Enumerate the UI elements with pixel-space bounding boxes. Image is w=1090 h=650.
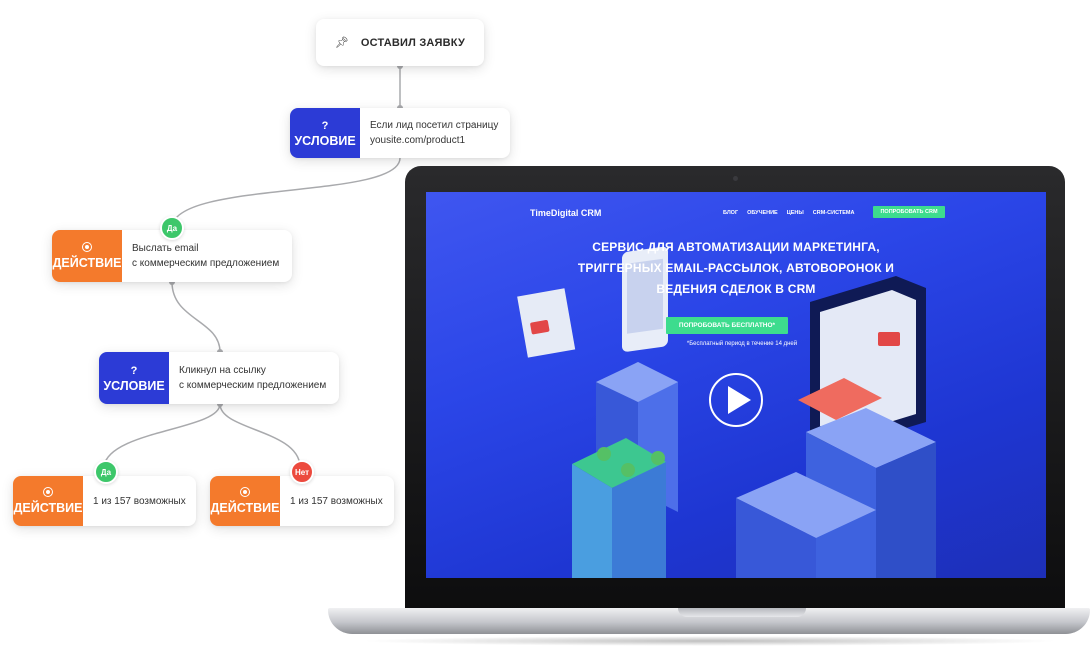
action-tag: ДЕЙСТВИЕ xyxy=(52,230,122,282)
action-tag-label: ДЕЙСТВИЕ xyxy=(52,256,122,270)
action-tag-label: ДЕЙСТВИЕ xyxy=(210,501,280,515)
yes-badge: Да xyxy=(160,216,184,240)
try-free-button[interactable]: ПОПРОБОВАТЬ БЕСПЛАТНО* xyxy=(666,317,788,334)
pin-icon: 📌︎ xyxy=(334,37,349,49)
hero-title-line1: СЕРВИС ДЛЯ АВТОМАТИЗАЦИИ МАРКЕТИНГА, xyxy=(592,240,880,254)
action-tag: ДЕЙСТВИЕ xyxy=(13,476,83,526)
condition-tag: ? УСЛОВИЕ xyxy=(290,108,360,158)
site-nav: БЛОГ ОБУЧЕНИЕ ЦЕНЫ CRM-СИСТЕМА xyxy=(723,210,854,216)
camera-icon xyxy=(733,176,738,181)
nav-link-crm[interactable]: CRM-СИСТЕМА xyxy=(812,210,855,216)
action-text-line: 1 из 157 возможных xyxy=(93,495,186,507)
action-tag: ДЕЙСТВИЕ xyxy=(210,476,280,526)
action-text: 1 из 157 возможных xyxy=(280,476,393,526)
condition-text: Кликнул на ссылку с коммерческим предлож… xyxy=(169,352,336,404)
target-icon xyxy=(43,487,53,497)
condition-text: Если лид посетил страницу yousite.com/pr… xyxy=(360,108,508,158)
condition-tag-label: УСЛОВИЕ xyxy=(294,133,356,148)
nav-link-blog[interactable]: БЛОГ xyxy=(723,210,739,216)
question-icon: ? xyxy=(321,119,329,132)
action-card-1[interactable]: ДЕЙСТВИЕ Выслать email с коммерческим пр… xyxy=(52,230,292,282)
site-logo[interactable]: TimeDigital CRM xyxy=(530,208,602,218)
hero-title-line2: ТРИГГЕРНЫХ EMAIL-РАССЫЛОК, АВТОВОРОНОК И xyxy=(577,261,895,275)
trigger-label: ОСТАВИЛ ЗАЯВКУ xyxy=(360,36,466,49)
condition-text-line1: Если лид посетил страницу xyxy=(370,120,499,131)
condition-tag: ? УСЛОВИЕ xyxy=(99,352,169,404)
hero-title-line3: ВЕДЕНИЯ СДЕЛОК В CRM xyxy=(656,282,816,296)
action-card-yes[interactable]: ДЕЙСТВИЕ 1 из 157 возможных xyxy=(13,476,196,526)
action-text-line2: с коммерческим предложением xyxy=(132,258,280,269)
no-badge: Нет xyxy=(290,460,314,484)
yes-badge: Да xyxy=(94,460,118,484)
action-text: 1 из 157 возможных xyxy=(83,476,196,526)
trial-note: *Бесплатный период в течение 14 дней xyxy=(686,341,798,347)
condition-text-line2: yousite.com/product1 xyxy=(370,135,466,146)
action-text-line: 1 из 157 возможных xyxy=(290,495,383,507)
action-tag-label: ДЕЙСТВИЕ xyxy=(13,501,83,515)
laptop-shadow xyxy=(360,636,1060,646)
nav-link-prices[interactable]: ЦЕНЫ xyxy=(786,210,804,216)
action-card-no[interactable]: ДЕЙСТВИЕ 1 из 157 возможных xyxy=(210,476,394,526)
condition-card-1[interactable]: ? УСЛОВИЕ Если лид посетил страницу yous… xyxy=(290,108,510,158)
question-icon: ? xyxy=(130,364,138,377)
condition-text-line1: Кликнул на ссылку xyxy=(179,365,266,376)
condition-text-line2: с коммерческим предложением xyxy=(179,380,327,391)
target-icon xyxy=(82,242,92,252)
nav-link-learning[interactable]: ОБУЧЕНИЕ xyxy=(747,210,778,216)
condition-tag-label: УСЛОВИЕ xyxy=(103,378,165,393)
trigger-card[interactable]: 📌︎ ОСТАВИЛ ЗАЯВКУ xyxy=(316,19,484,66)
action-text: Выслать email с коммерческим предложение… xyxy=(122,230,289,282)
action-text-line1: Выслать email xyxy=(132,243,199,254)
try-crm-button[interactable]: ПОПРОБОВАТЬ CRM xyxy=(873,206,945,218)
website-screen: TimeDigital CRM БЛОГ ОБУЧЕНИЕ ЦЕНЫ CRM-С… xyxy=(426,192,1046,578)
target-icon xyxy=(240,487,250,497)
laptop-notch xyxy=(678,608,806,617)
condition-card-2[interactable]: ? УСЛОВИЕ Кликнул на ссылку с коммерческ… xyxy=(99,352,339,404)
isometric-illustration xyxy=(517,246,936,578)
